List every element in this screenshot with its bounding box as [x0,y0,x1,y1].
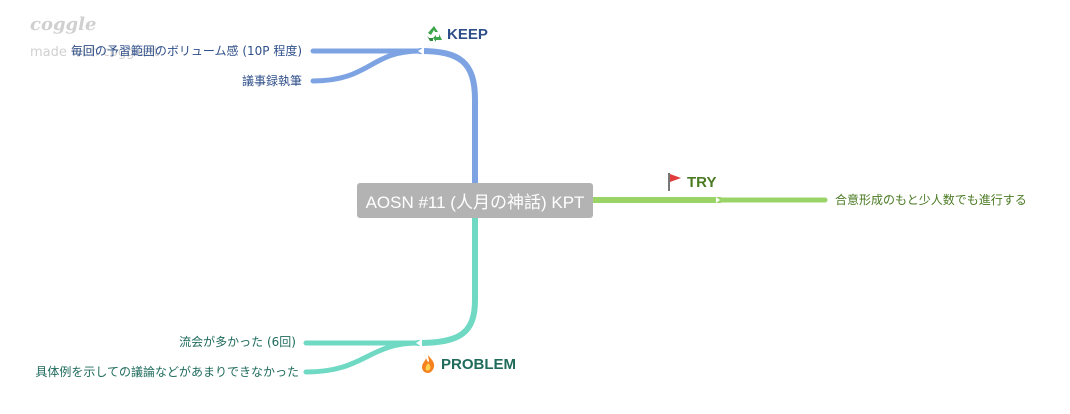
keep-label-text: KEEP [447,25,488,43]
central-node[interactable]: AOSN #11 (人月の神話) KPT [357,183,593,218]
problem-branch-line [415,215,478,346]
keep-item-2-line [310,48,423,84]
problem-branch-label[interactable]: PROBLEM [418,354,516,374]
try-label-text: TRY [687,173,717,191]
red-flag-icon [668,173,681,191]
keep-item-1[interactable]: 毎回の予習範囲のボリューム感 (10P 程度) [70,44,302,58]
fire-icon [422,355,435,373]
coggle-logo: coggle [30,14,97,35]
keep-item-2[interactable]: 議事録執筆 [241,74,302,88]
recycle-icon [427,26,442,42]
problem-item-2[interactable]: 具体例を示しての議論などがあまりできなかった [35,365,299,379]
keep-branch-line [417,48,478,186]
problem-item-1[interactable]: 流会が多かった (6回) [179,335,296,349]
try-item-1[interactable]: 合意形成のもと少人数でも進行する [835,193,1027,207]
keep-branch-label[interactable]: KEEP [424,24,488,44]
try-junction-arrow [716,197,720,203]
central-node-title: AOSN #11 (人月の神話) KPT [365,193,585,212]
problem-item-2-line [303,340,421,375]
keep-junction-arrow [418,47,424,55]
made-with-coggle-text: made with coggle.it [30,45,159,60]
problem-junction-arrow [416,339,422,347]
try-branch-label[interactable]: TRY [664,172,716,192]
problem-label-text: PROBLEM [441,355,516,373]
